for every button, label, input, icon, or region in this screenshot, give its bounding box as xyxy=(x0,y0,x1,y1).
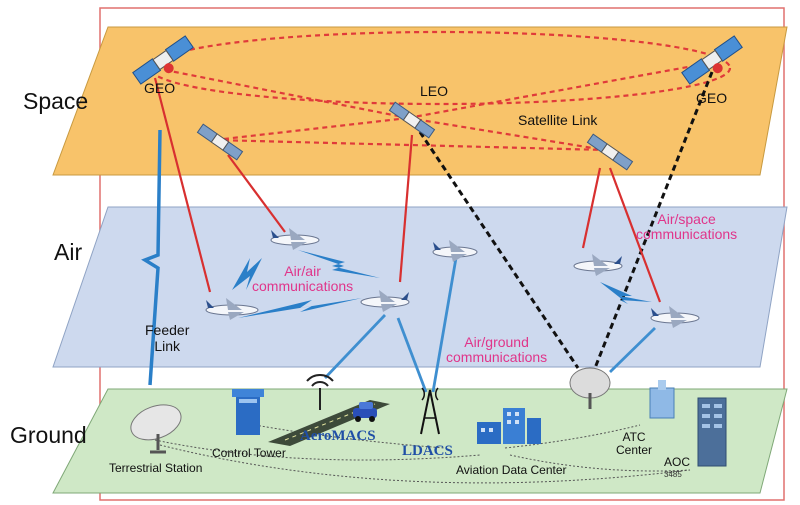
aeromacs-label: AeroMACS xyxy=(300,428,376,444)
air-ground-link xyxy=(396,317,428,393)
air-air-bolt xyxy=(232,258,262,290)
aircraft-icon xyxy=(573,254,623,276)
air-ground-link xyxy=(323,314,387,379)
aoc-label: AOC xyxy=(664,455,691,469)
satellite-geo-right xyxy=(681,35,743,85)
geo-right-label: GEO xyxy=(696,90,728,106)
air-ground-link xyxy=(609,326,656,374)
air-plane xyxy=(52,206,788,368)
satellite-leo-right xyxy=(586,133,634,171)
aircraft-icon xyxy=(432,240,478,262)
feeder-link-path xyxy=(141,129,162,386)
aeromacs-antenna-icon xyxy=(306,374,334,410)
air-space-link xyxy=(153,77,212,293)
space-plane xyxy=(52,26,788,176)
air-space-links xyxy=(153,77,662,303)
satellite-links xyxy=(164,60,716,152)
aviation-data-center-label: Aviation Data Center xyxy=(456,463,567,477)
aoc-sub-label: 3485 xyxy=(664,470,682,479)
ground-network-links xyxy=(154,424,691,484)
air-air-bolt xyxy=(298,250,380,278)
service-vehicle-icon xyxy=(353,402,377,422)
air-ground-communications-label: Air/ground communications xyxy=(446,334,548,365)
leo-label: LEO xyxy=(420,83,449,99)
air-space-link xyxy=(398,134,414,283)
control-tower-label: Control Tower xyxy=(212,446,286,460)
feeder-link-label: Feeder Link xyxy=(145,322,190,355)
air-space-link xyxy=(581,167,602,249)
air-ground-link xyxy=(431,257,458,393)
ground-downlinks xyxy=(418,71,714,369)
geo-orbit-link xyxy=(148,30,732,106)
atc-center-label: ATC Center xyxy=(616,430,653,458)
terrestrial-station-label: Terrestrial Station xyxy=(109,461,203,475)
satellite-link-label: Satellite Link xyxy=(518,112,598,128)
ldacs-tower-icon xyxy=(420,387,440,435)
air-air-bolt xyxy=(238,298,362,318)
satellite-leo-left xyxy=(196,123,244,161)
ground-station-dish-icon xyxy=(569,367,611,409)
satellite-geo-left xyxy=(132,35,194,85)
aircraft-icon xyxy=(270,228,320,250)
air-air-bolt xyxy=(600,282,652,304)
control-tower-icon xyxy=(232,389,264,435)
layer-label-space: Space xyxy=(23,88,89,114)
aircraft-icon xyxy=(205,298,259,320)
air-ground-links xyxy=(323,257,656,393)
satellite-leo-center xyxy=(388,101,436,139)
satellite-link-line xyxy=(407,116,606,152)
layer-label-air: Air xyxy=(54,239,83,265)
satellite-link-line xyxy=(214,138,606,152)
aviation-data-center-icon xyxy=(477,408,541,444)
ldacs-label: LDACS xyxy=(402,443,453,459)
aircraft-icon xyxy=(360,290,410,312)
air-air-links xyxy=(232,250,652,318)
leo-ground-downlink xyxy=(418,131,580,369)
satellite-link-line xyxy=(407,60,716,120)
air-space-link xyxy=(608,167,662,303)
aircraft-icon xyxy=(650,306,700,328)
atc-center-icon xyxy=(649,380,675,419)
layer-label-ground: Ground xyxy=(10,422,87,448)
air-space-link xyxy=(227,154,286,233)
air-space-communications-label: Air/space communications xyxy=(636,211,738,242)
terrestrial-station-dish-icon xyxy=(130,404,182,454)
geo-left-label: GEO xyxy=(144,80,176,96)
air-air-communications-label: Air/air communications xyxy=(252,263,354,294)
aoc-building-icon xyxy=(697,397,727,467)
geo-ground-downlink xyxy=(593,71,714,369)
